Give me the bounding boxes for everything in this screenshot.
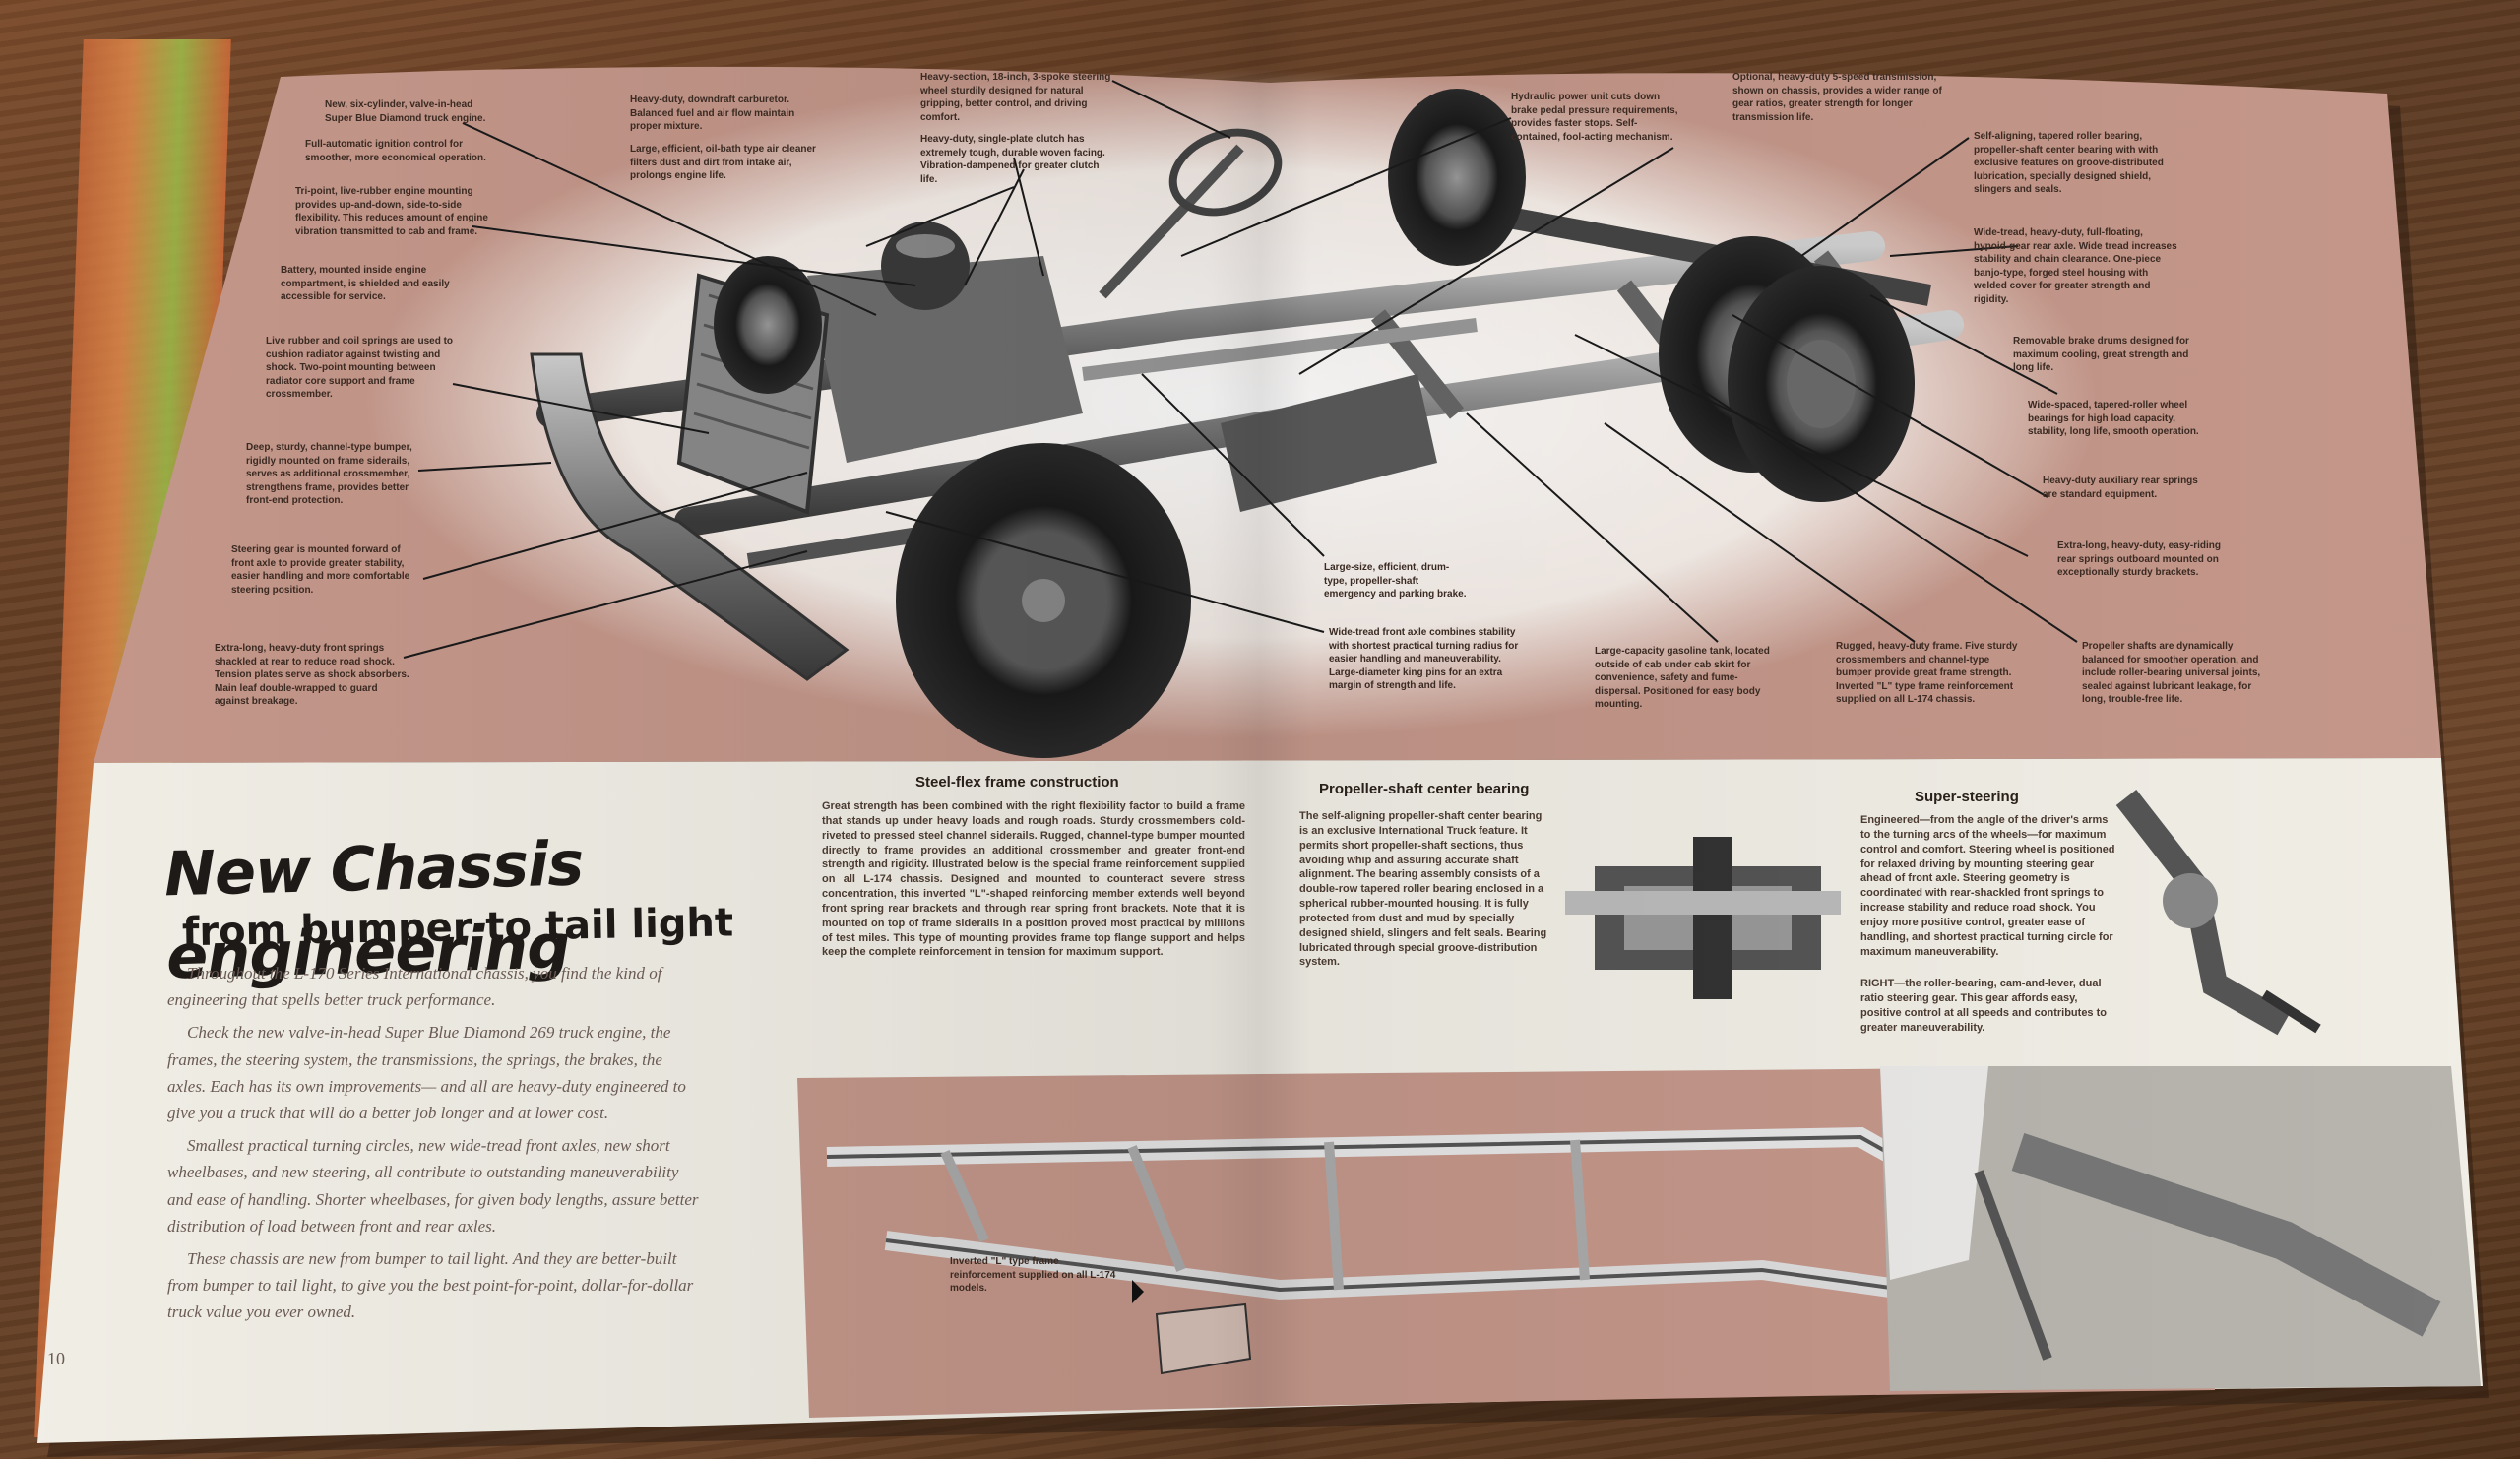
callout-radiator-springs: Live rubber and coil springs are used to… xyxy=(266,336,454,400)
callout-engine: New, six-cylinder, valve-in-head Super B… xyxy=(325,99,486,124)
callout-steering-wheel: Heavy-section, 18-inch, 3-spoke steering… xyxy=(920,72,1111,123)
intro-paragraph-4: These chassis are new from bumper to tai… xyxy=(167,1248,694,1322)
headline-line-2: from bumper to tail light xyxy=(181,900,734,956)
callout-transmission: Optional, heavy-duty 5-speed transmissio… xyxy=(1732,72,1942,123)
page-number: 10 xyxy=(47,1349,65,1368)
frame-section-heading: Steel-flex frame construction xyxy=(915,774,1119,791)
callout-wheel-bearings: Wide-spaced, tapered-roller wheel bearin… xyxy=(2028,400,2199,437)
frame-inset-label: Inverted "L" type frame reinforcement su… xyxy=(950,1256,1116,1294)
callout-frame: Rugged, heavy-duty frame. Five sturdy cr… xyxy=(1836,641,2018,705)
steering-section-body: Engineered—from the angle of the driver'… xyxy=(1860,814,2115,958)
callout-steering-gear: Steering gear is mounted forward of fron… xyxy=(231,544,410,596)
callout-ignition: Full-automatic ignition control for smoo… xyxy=(305,139,486,163)
callout-brake-drums: Removable brake drums designed for maxim… xyxy=(2013,336,2189,373)
callout-bumper: Deep, sturdy, channel-type bumper, rigid… xyxy=(246,442,412,506)
intro-paragraph-2: Check the new valve-in-head Super Blue D… xyxy=(167,1023,686,1122)
callout-front-axle: Wide-tread front axle combines stability… xyxy=(1329,627,1519,691)
callout-propeller-shafts: Propeller shafts are dynamically balance… xyxy=(2082,641,2261,705)
callout-air-cleaner: Large, efficient, oil-bath type air clea… xyxy=(630,144,816,181)
callout-gas-tank: Large-capacity gasoline tank, located ou… xyxy=(1595,646,1770,710)
callout-rear-springs: Extra-long, heavy-duty, easy-riding rear… xyxy=(2057,540,2221,578)
callout-rear-axle: Wide-tread, heavy-duty, full-floating, h… xyxy=(1974,227,2177,305)
callout-engine-mounting: Tri-point, live-rubber engine mounting p… xyxy=(295,186,488,237)
frame-section-body: Great strength has been combined with th… xyxy=(822,800,1245,959)
callout-front-springs: Extra-long, heavy-duty front springs sha… xyxy=(215,643,410,707)
intro-text: Throughout the L-170 Series Internationa… xyxy=(167,960,704,1325)
callout-hydraulic-brakes: Hydraulic power unit cuts down brake ped… xyxy=(1511,92,1678,143)
callout-parking-brake: Large-size, efficient, drum-type, propel… xyxy=(1324,562,1467,600)
steering-section-heading: Super-steering xyxy=(1915,789,2019,805)
bearing-section-heading: Propeller-shaft center bearing xyxy=(1319,781,1530,797)
callout-clutch: Heavy-duty, single-plate clutch has extr… xyxy=(920,134,1105,185)
steering-right-caption: RIGHT—the roller-bearing, cam-and-lever,… xyxy=(1860,978,2107,1034)
callout-center-bearing: Self-aligning, tapered roller bearing, p… xyxy=(1974,131,2164,195)
intro-paragraph-1: Throughout the L-170 Series Internationa… xyxy=(167,964,662,1010)
callout-battery: Battery, mounted inside engine compartme… xyxy=(281,265,450,302)
callout-carburetor: Heavy-duty, downdraft carburetor. Balanc… xyxy=(630,95,795,132)
intro-paragraph-3: Smallest practical turning circles, new … xyxy=(167,1136,699,1236)
callout-auxiliary-springs: Heavy-duty auxiliary rear springs are st… xyxy=(2043,476,2198,500)
bearing-section-body: The self-aligning propeller-shaft center… xyxy=(1299,810,1547,969)
